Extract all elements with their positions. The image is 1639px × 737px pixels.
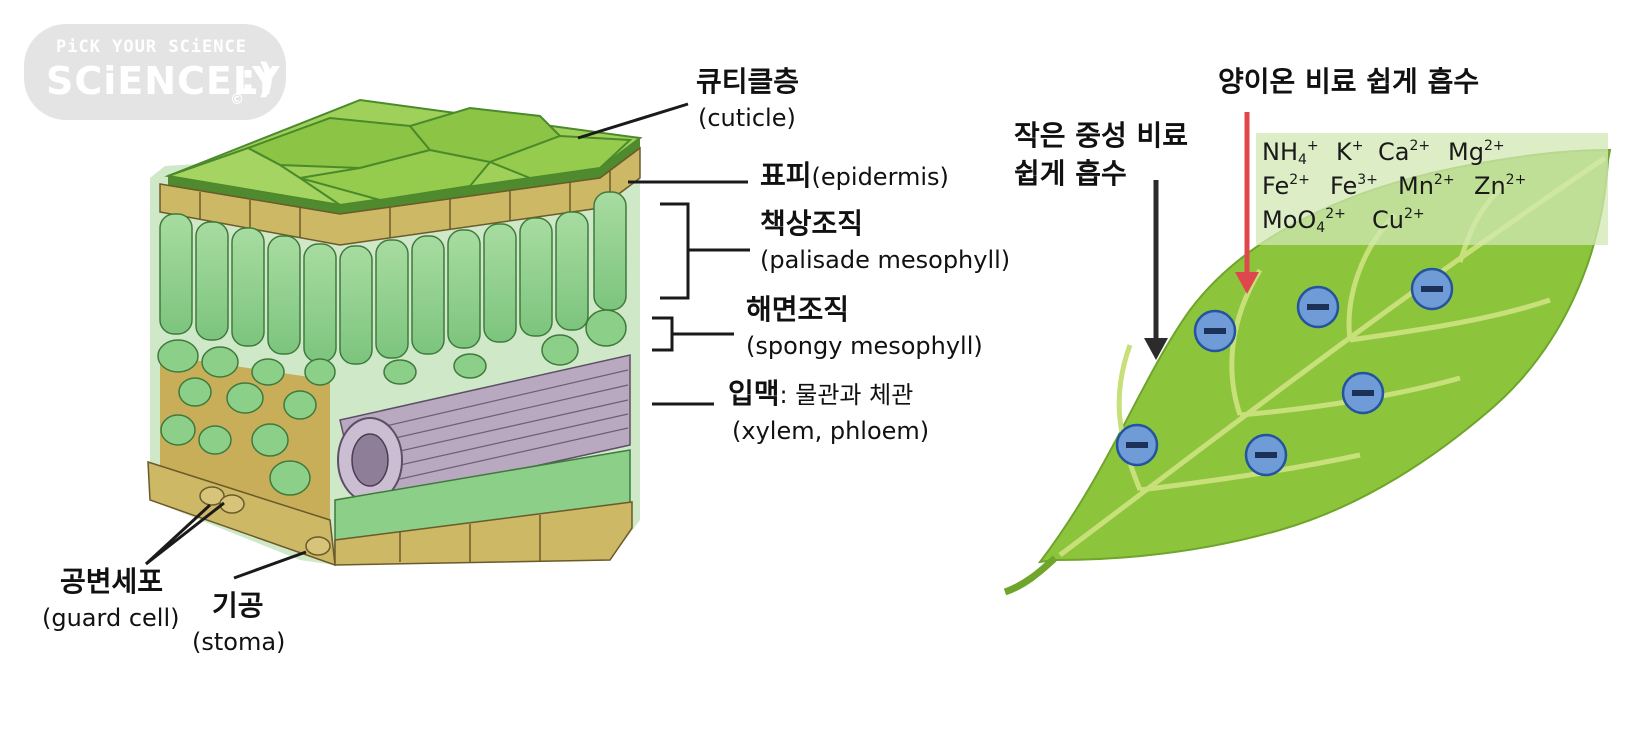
guard-cell-label-ko: 공변세포 [60, 565, 164, 598]
logo-tagline: PiCK YOUR SCiENCE [56, 37, 247, 57]
vein-label-ko: 입맥 [728, 377, 780, 410]
palisade-label-en: (palisade mesophyll) [760, 246, 1011, 274]
neutral-label-line1: 작은 중성 비료 [1014, 119, 1189, 152]
ion-box [1256, 133, 1608, 245]
leaf-cross-section [147, 98, 643, 567]
palisade-layer [159, 191, 627, 365]
ion-fe3: Fe3+ [1330, 172, 1378, 200]
ion-zn: Zn2+ [1474, 172, 1527, 200]
cuticle-top-face [164, 98, 643, 207]
negative-charge-icon [1341, 371, 1385, 415]
ion-mn: Mn2+ [1398, 172, 1455, 200]
negative-charge-icon [1296, 285, 1340, 329]
cuticle-pointer [577, 102, 689, 140]
cation-title: 양이온 비료 쉽게 흡수 [1218, 65, 1480, 98]
guard-cells [199, 486, 331, 556]
leaf-stem [1003, 555, 1058, 596]
label-pointers [144, 102, 750, 580]
negative-charge-icon [1115, 423, 1159, 467]
leaf-illustration [1003, 133, 1612, 596]
negative-charge-icon [1244, 433, 1288, 477]
stoma-label-ko: 기공 [212, 589, 264, 622]
spongy-label-ko: 해면조직 [746, 293, 850, 326]
stoma-label-en: (stoma) [192, 628, 286, 656]
cation-arrow [1235, 112, 1259, 294]
ion-moo4: MoO42+ [1262, 206, 1346, 236]
lower-epidermis [147, 449, 633, 567]
spongy-label-en: (spongy mesophyll) [746, 332, 983, 360]
negative-charge-icon [1193, 309, 1237, 353]
guard-cell-label-en: (guard cell) [42, 604, 180, 632]
epidermis-label-ko: 표피 [760, 159, 812, 192]
logo-name: SCiENCELY [46, 59, 281, 103]
vein-label-detail: : 물관과 체관 [779, 381, 914, 409]
vein-label: 입맥: 물관과 체관 [728, 377, 914, 410]
spongy-bracket [652, 316, 674, 352]
sciencely-logo [24, 24, 286, 120]
cuticle-label-ko: 큐티클층 [696, 65, 800, 98]
logo-smile-icon: :) [240, 56, 277, 102]
vein-label-en: (xylem, phloem) [732, 417, 930, 445]
spongy-layer [157, 309, 627, 496]
vein-bundle [337, 354, 631, 506]
ion-nh4: NH4+ [1262, 138, 1319, 168]
ion-fe2: Fe2+ [1262, 172, 1310, 200]
negative-charge-icon [1410, 267, 1454, 311]
logo-copyright: © [230, 92, 244, 108]
neutral-label-line2: 쉽게 흡수 [1014, 157, 1127, 190]
neutral-arrow [1144, 180, 1168, 360]
epidermis-label: 표피(epidermis) [760, 159, 949, 192]
palisade-label-ko: 책상조직 [760, 207, 864, 240]
negative-charges [1115, 267, 1454, 477]
cuticle-label-en: (cuticle) [698, 104, 796, 132]
ion-k: K+ [1336, 138, 1364, 166]
ion-mg: Mg2+ [1448, 138, 1505, 166]
ion-ca: Ca2+ [1378, 138, 1431, 166]
stoma-pointer [233, 550, 307, 580]
epidermis-label-en: (epidermis) [811, 163, 949, 191]
ion-cu: Cu2+ [1372, 206, 1425, 234]
guard-pointer-2 [144, 503, 212, 566]
palisade-bracket [660, 202, 690, 300]
